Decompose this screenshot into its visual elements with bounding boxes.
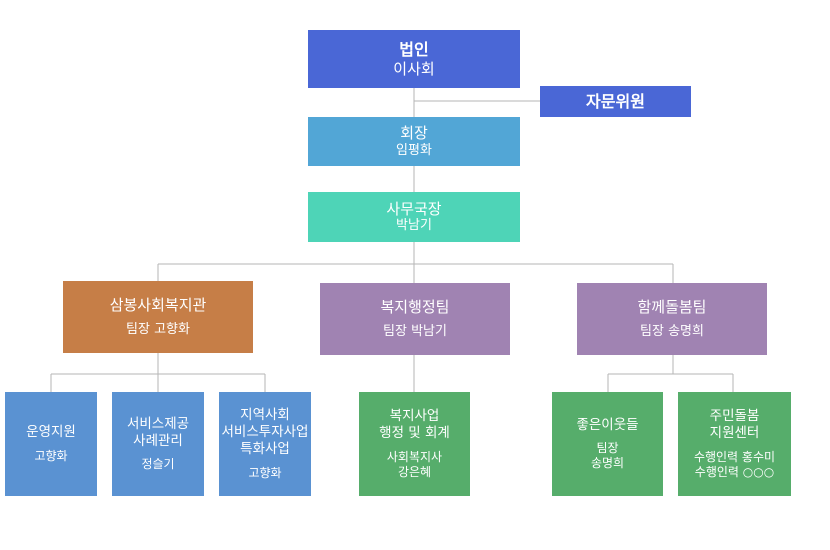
- board-box: 법인 이사회: [308, 30, 520, 88]
- care-team-title: 함께돌봄팀: [637, 297, 707, 316]
- community-invest-line2: 서비스투자사업: [221, 424, 309, 441]
- board-subtitle: 이사회: [393, 59, 435, 78]
- resident-care-staff2: 수행인력 ○○○: [694, 464, 775, 479]
- welfare-admin-team-leader: 팀장 박남기: [383, 324, 447, 340]
- advisory-box: 자문위원: [540, 86, 691, 117]
- welfare-admin-team-title: 복지행정팀: [380, 297, 450, 316]
- operations-support-name: 고향화: [34, 448, 68, 463]
- welfare-project-box: 복지사업 행정 및 회계 사회복지사 강은혜: [359, 392, 470, 496]
- resident-care-box: 주민돌봄 지원센터 수행인력 홍수미 수행인력 ○○○: [678, 392, 791, 496]
- good-neighbors-title: 좋은이웃들: [576, 416, 639, 433]
- director-name: 박남기: [396, 218, 432, 234]
- good-neighbors-role: 팀장: [596, 441, 619, 456]
- welfare-center-box: 삼봉사회복지관 팀장 고향화: [63, 281, 253, 353]
- care-team-box: 함께돌봄팀 팀장 송명희: [577, 283, 767, 355]
- president-name: 임평화: [396, 142, 432, 158]
- director-box: 사무국장 박남기: [308, 192, 520, 242]
- welfare-project-role: 사회복지사: [386, 449, 443, 464]
- service-case-line1: 서비스제공: [126, 415, 190, 432]
- community-invest-box: 지역사회 서비스투자사업 특화사업 고향화: [219, 392, 311, 496]
- welfare-admin-team-box: 복지행정팀 팀장 박남기: [320, 283, 510, 355]
- community-invest-name: 고향화: [248, 465, 282, 480]
- operations-support-box: 운영지원 고향화: [5, 392, 97, 496]
- community-invest-line3: 특화사업: [240, 440, 290, 457]
- resident-care-line2: 지원센터: [709, 425, 760, 441]
- board-title: 법인: [399, 39, 429, 59]
- service-case-name: 정슬기: [141, 457, 175, 472]
- president-box: 회장 임평화: [308, 117, 520, 166]
- good-neighbors-name: 송명희: [590, 456, 625, 471]
- welfare-project-line2: 행정 및 회계: [379, 425, 450, 441]
- resident-care-line1: 주민돌봄: [709, 408, 760, 425]
- director-title: 사무국장: [386, 199, 442, 218]
- welfare-center-leader: 팀장 고향화: [126, 322, 190, 338]
- community-invest-line1: 지역사회: [240, 407, 290, 424]
- service-case-line2: 사례관리: [133, 432, 183, 449]
- president-title: 회장: [400, 124, 428, 142]
- service-case-box: 서비스제공 사례관리 정슬기: [112, 392, 204, 496]
- resident-care-staff1: 수행인력 홍수미: [693, 449, 776, 464]
- operations-support-title: 운영지원: [26, 424, 76, 441]
- care-team-leader: 팀장 송명희: [640, 324, 704, 340]
- welfare-project-line1: 복지사업: [389, 408, 440, 425]
- advisory-title: 자문위원: [586, 91, 645, 111]
- welfare-center-title: 삼봉사회복지관: [109, 295, 207, 314]
- good-neighbors-box: 좋은이웃들 팀장 송명희: [552, 392, 663, 496]
- welfare-project-name: 강은혜: [397, 464, 432, 479]
